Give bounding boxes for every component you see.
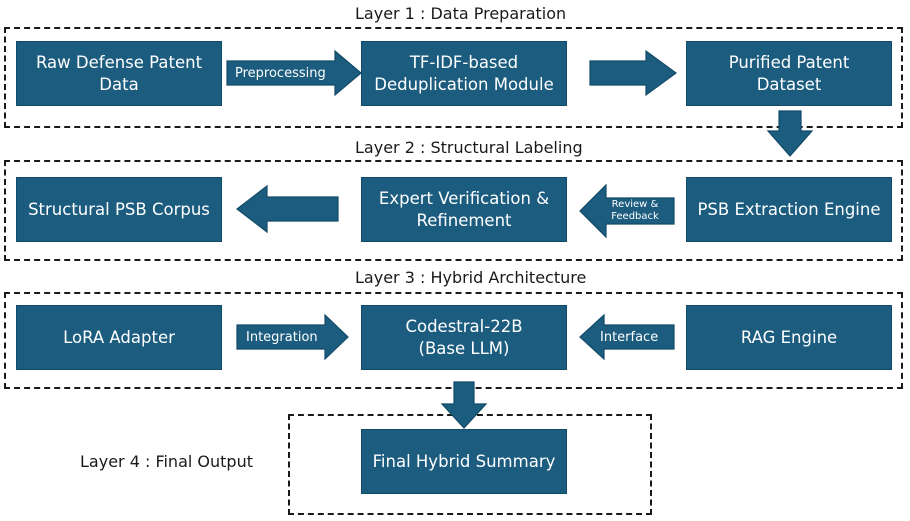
integration-label: Integration (246, 330, 318, 345)
rag-engine-box: RAG Engine (686, 305, 892, 370)
integration-arrow-shape (236, 313, 349, 361)
integration-arrow: Integration (236, 313, 349, 361)
preprocessing-label: Preprocessing (235, 66, 326, 81)
layer1-to-layer2-down-arrow (766, 110, 814, 157)
tfidf-deduplication-module-box: TF-IDF-based Deduplication Module (361, 41, 567, 106)
preprocessing-arrow-shape (226, 49, 362, 97)
psb-extraction-engine-box: PSB Extraction Engine (686, 177, 892, 242)
interface-arrow: Interface (579, 313, 675, 361)
to-corpus-arrow-shape (236, 184, 339, 234)
layer3-to-layer4-down-arrow (440, 381, 488, 429)
interface-label: Interface (600, 330, 659, 345)
layer4-title: Layer 4 : Final Output (74, 452, 259, 472)
interface-arrow-shape (579, 313, 675, 361)
expert-verification-box: Expert Verification & Refinement (361, 177, 567, 242)
to-purified-arrow (589, 49, 678, 97)
purified-patent-dataset-box: Purified Patent Dataset (686, 41, 892, 106)
review-feedback-label: Review & Feedback (611, 199, 659, 222)
to-purified-arrow-shape (589, 49, 678, 97)
codestral-base-llm-box: Codestral-22B (Base LLM) (361, 305, 567, 370)
lora-adapter-box: LoRA Adapter (16, 305, 222, 370)
final-hybrid-summary-box: Final Hybrid Summary (361, 429, 567, 494)
structural-psb-corpus-box: Structural PSB Corpus (16, 177, 222, 242)
review-feedback-arrow: Review & Feedback (579, 183, 675, 239)
layer2-title: Layer 2 : Structural Labeling (349, 138, 589, 158)
layer1-to-layer2-arrow-shape (766, 110, 814, 157)
layer3-to-layer4-arrow-shape (440, 381, 488, 429)
layer3-title: Layer 3 : Hybrid Architecture (349, 268, 593, 288)
to-corpus-arrow (236, 184, 339, 234)
layer1-title: Layer 1 : Data Preparation (349, 4, 573, 24)
layer2-container (4, 160, 903, 261)
layer1-container (4, 27, 903, 128)
review-feedback-arrow-shape (579, 183, 675, 239)
raw-defense-patent-data-box: Raw Defense Patent Data (16, 41, 222, 106)
preprocessing-arrow: Preprocessing (226, 49, 362, 97)
